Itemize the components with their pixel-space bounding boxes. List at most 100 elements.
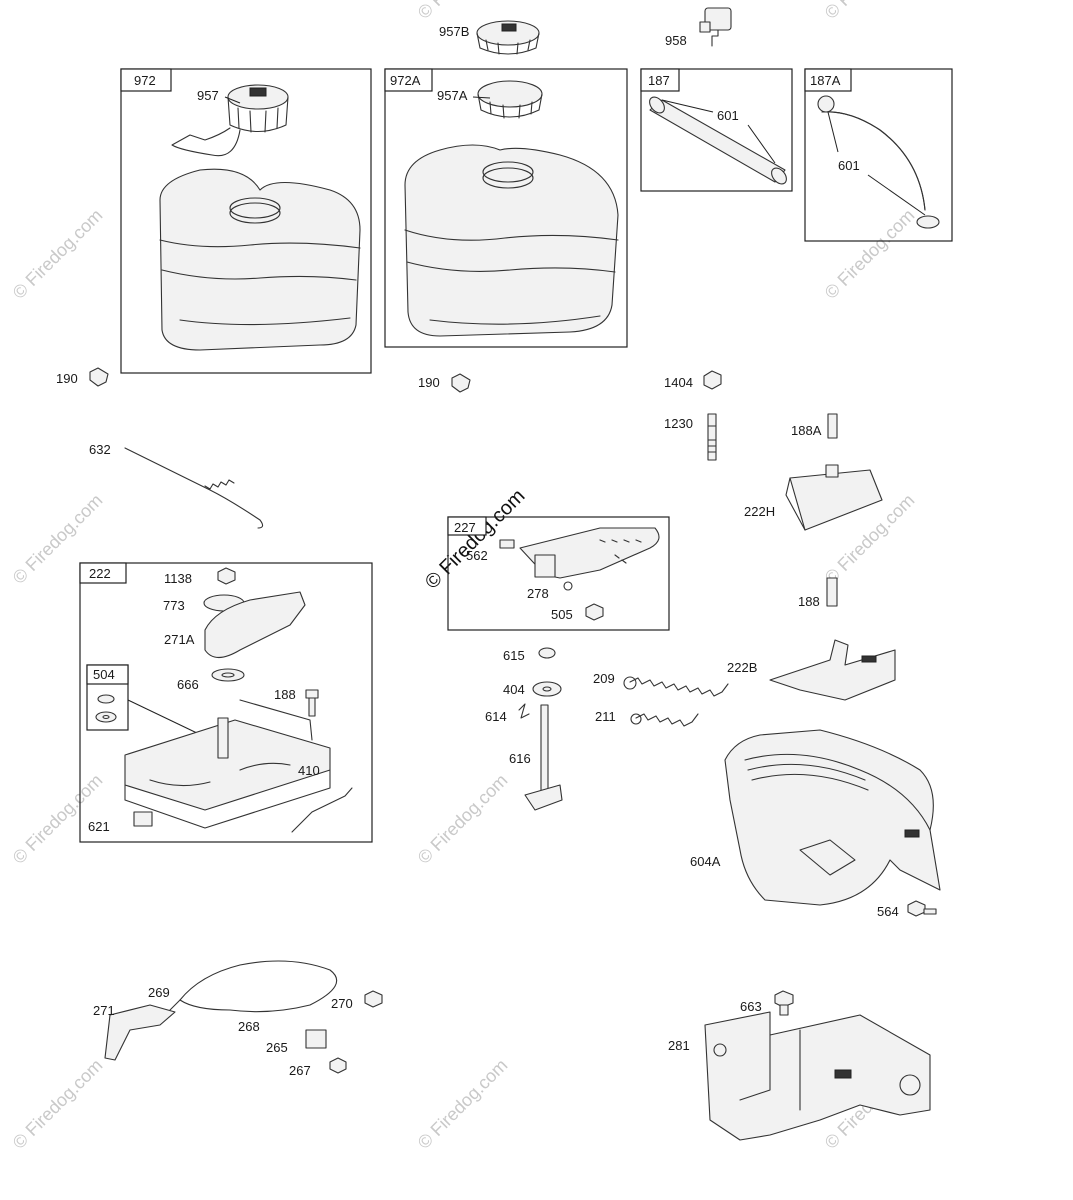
part-label: 270	[331, 996, 353, 1011]
kit-tag-972	[120, 68, 172, 92]
leader-lines	[224, 96, 926, 216]
watermark: © Firedog.com	[821, 205, 919, 303]
part-label: 410	[298, 763, 320, 778]
kit-label-187: 187	[648, 73, 670, 88]
leader-line	[747, 124, 776, 164]
kit-tag-187A	[804, 68, 852, 92]
kit-label-504: 504	[93, 667, 115, 682]
part-957A	[477, 80, 543, 119]
part-label: 188	[274, 687, 296, 702]
part-fuel-line-187	[649, 96, 787, 185]
part-267	[329, 1057, 347, 1074]
kit-box-187	[640, 68, 793, 192]
part-label: 188A	[791, 423, 822, 438]
part-label: 190	[418, 375, 440, 390]
leader-line	[472, 96, 491, 99]
part-labels: 957B 958 957 957A 601 601 190 190 1404 1…	[56, 24, 899, 1078]
part-505	[585, 603, 604, 621]
part-621	[133, 811, 153, 827]
part-1230	[707, 413, 717, 461]
part-label: 1230	[664, 416, 693, 431]
kit-box-222	[79, 562, 373, 843]
part-666	[211, 668, 245, 682]
kit-label-227: 227	[454, 520, 476, 535]
part-label: 615	[503, 648, 525, 663]
part-label: 190	[56, 371, 78, 386]
part-211	[630, 713, 699, 727]
part-label: 957A	[437, 88, 468, 103]
kit-label-972A: 972A	[390, 73, 421, 88]
part-label: 271A	[164, 632, 195, 647]
kit-box-972	[120, 68, 372, 374]
part-label: 505	[551, 607, 573, 622]
part-label: 604A	[690, 854, 721, 869]
part-label: 278	[527, 586, 549, 601]
part-label: 188	[798, 594, 820, 609]
leader-line	[661, 99, 714, 113]
part-190	[89, 367, 109, 387]
leader-line	[224, 96, 241, 104]
part-271	[104, 1004, 176, 1061]
part-fuel-tank-972	[159, 168, 361, 351]
part-663	[774, 990, 794, 1016]
part-label: 601	[838, 158, 860, 173]
part-label: 271	[93, 1003, 115, 1018]
part-227-bracket	[499, 527, 660, 579]
part-label: 1404	[664, 375, 693, 390]
kit-tag-504	[86, 664, 129, 685]
kit-tag-227	[447, 516, 487, 536]
kit-box-187A	[804, 68, 953, 242]
watermark: © Firedog.com	[414, 1055, 512, 1153]
part-label: 614	[485, 709, 507, 724]
part-188	[305, 689, 319, 717]
part-604A	[724, 729, 941, 906]
part-190	[451, 373, 471, 393]
part-label: 957	[197, 88, 219, 103]
part-label: 404	[503, 682, 525, 697]
part-957	[171, 84, 289, 157]
part-label: 773	[163, 598, 185, 613]
watermark: © Firedog.com	[9, 205, 107, 303]
part-957B	[476, 20, 540, 55]
part-label: 601	[717, 108, 739, 123]
part-fuel-line-187A	[817, 95, 940, 229]
kit-box-227	[447, 516, 670, 631]
part-269-268-cable	[169, 960, 338, 1013]
kit-tag-187	[640, 68, 680, 92]
part-label: 957B	[439, 24, 469, 39]
kit-label-222: 222	[89, 566, 111, 581]
part-label: 562	[466, 548, 488, 563]
part-616	[524, 704, 563, 811]
part-label: 666	[177, 677, 199, 692]
kit-tag-222	[79, 562, 127, 584]
part-label: 564	[877, 904, 899, 919]
part-615	[538, 647, 556, 659]
part-958	[699, 7, 732, 47]
part-label: 1138	[164, 571, 192, 586]
part-label: 269	[148, 985, 170, 1000]
part-632	[124, 447, 264, 529]
part-404	[532, 681, 562, 697]
part-label: 222H	[744, 504, 775, 519]
part-label: 265	[266, 1040, 288, 1055]
part-label: 621	[88, 819, 110, 834]
leader-line	[827, 111, 839, 153]
part-label: 211	[595, 709, 616, 724]
part-410	[291, 787, 353, 833]
watermark: © Firedog.com	[414, 770, 512, 868]
part-614	[518, 703, 530, 719]
watermark: © Firedog.com	[414, 0, 512, 23]
watermark: © Firedog.com	[9, 1055, 107, 1153]
part-label: 222B	[727, 660, 757, 675]
kit-tag-972A	[384, 68, 433, 92]
part-265	[305, 1029, 327, 1049]
part-label: 632	[89, 442, 111, 457]
part-188	[826, 577, 838, 607]
part-label: 958	[665, 33, 687, 48]
watermark-main: © Firedog.com	[421, 485, 530, 594]
kit-label-972: 972	[134, 73, 156, 88]
part-209	[623, 676, 729, 697]
part-label: 209	[593, 671, 615, 686]
leader-line	[867, 174, 926, 216]
